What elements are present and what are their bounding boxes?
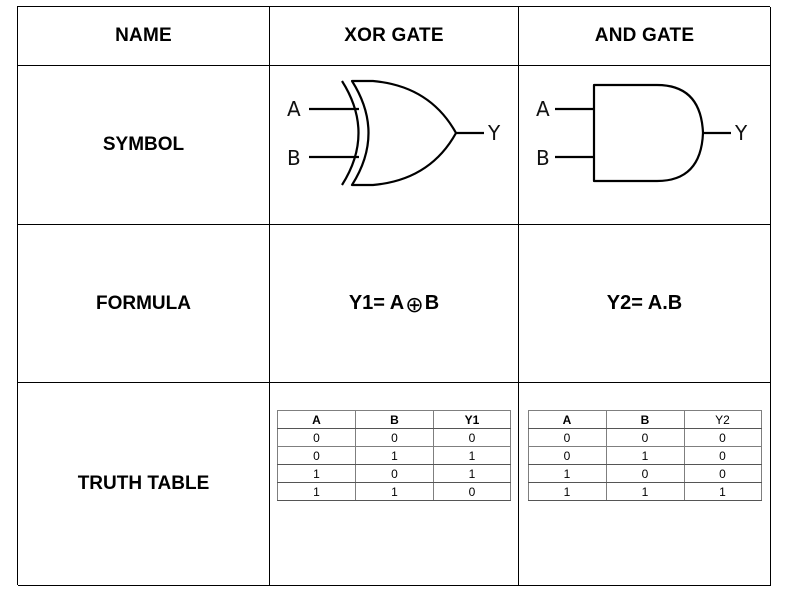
table-row: 0 0 0: [527, 428, 762, 447]
xor-label-y: Y: [487, 121, 501, 145]
xor-label-b: B: [287, 146, 301, 170]
table-row: 1 1 1: [527, 482, 762, 501]
xor-extra-curve: [341, 80, 360, 186]
xor-truth-table: A B Y1 0 0 0 0 1 1 1 0 1 1 1 0: [277, 410, 511, 501]
header-xor-gate: XOR GATE: [270, 7, 519, 66]
table-row: 1 1 0: [277, 482, 511, 501]
logic-gates-table: NAME XOR GATE AND GATE SYMBOL A B Y: [17, 6, 771, 586]
column-header: Y2: [683, 410, 762, 429]
row-label-truth-table-text: TRUTH TABLE: [77, 473, 210, 494]
table-cell: 1: [605, 446, 685, 465]
xor-formula-rhs: B: [424, 292, 440, 314]
column-header: B: [605, 410, 685, 429]
and-formula: Y2= A.B: [519, 225, 771, 383]
table-row: 0 1 1: [277, 446, 511, 465]
table-row: 0 1 0: [527, 446, 762, 465]
table-row: 1 0 1: [277, 464, 511, 483]
header-and-text: AND GATE: [594, 25, 695, 46]
table-cell: 1: [683, 482, 762, 501]
table-cell: 1: [277, 482, 356, 501]
column-header: A: [527, 410, 607, 429]
table-cell: 1: [433, 446, 511, 465]
table-cell: 1: [527, 482, 607, 501]
table-row: 0 0 0: [277, 428, 511, 447]
row-label-symbol-text: SYMBOL: [102, 134, 185, 155]
header-name-text: NAME: [115, 25, 172, 46]
and-truth-table: A B Y2 0 0 0 0 1 0 1 0 0 1 1 1: [527, 410, 762, 501]
xor-formula-lhs: Y1= A: [348, 292, 405, 314]
and-label-b: B: [536, 146, 550, 170]
header-and-gate: AND GATE: [519, 7, 771, 66]
row-label-truth-table: TRUTH TABLE: [18, 383, 270, 586]
row-label-formula-text: FORMULA: [96, 292, 191, 314]
table-cell: 0: [527, 428, 607, 447]
column-header: Y1: [433, 410, 511, 429]
table-cell: 1: [277, 464, 356, 483]
table-header-row: A B Y1: [277, 410, 511, 429]
table-cell: 1: [355, 482, 434, 501]
table-cell: 0: [355, 428, 434, 447]
table-cell: 0: [433, 482, 511, 501]
and-formula-text: Y2= A.B: [606, 292, 683, 314]
table-cell: 1: [605, 482, 685, 501]
table-cell: 0: [683, 446, 762, 465]
table-cell: 0: [277, 428, 356, 447]
table-cell: 1: [527, 464, 607, 483]
and-truth-table-cell: A B Y2 0 0 0 0 1 0 1 0 0 1 1 1: [519, 383, 771, 586]
header-xor-text: XOR GATE: [344, 25, 444, 46]
table-cell: 0: [605, 428, 685, 447]
table-cell: 1: [355, 446, 434, 465]
table-cell: 0: [433, 428, 511, 447]
and-label-y: Y: [734, 121, 748, 145]
and-gate-symbol: A B Y: [536, 83, 748, 183]
xor-body: [350, 79, 458, 187]
table-cell: 0: [527, 446, 607, 465]
and-symbol-cell: A B Y: [519, 66, 771, 225]
xor-truth-table-cell: A B Y1 0 0 0 0 1 1 1 0 1 1 1 0: [270, 383, 519, 586]
xor-label-a: A: [287, 97, 301, 121]
table-cell: 0: [277, 446, 356, 465]
xor-gate-symbol: A B Y: [287, 79, 501, 187]
and-body: [592, 83, 705, 183]
xor-symbol-cell: A B Y: [270, 66, 519, 225]
table-cell: 0: [683, 428, 762, 447]
table-cell: 0: [355, 464, 434, 483]
and-label-a: A: [536, 97, 550, 121]
row-label-formula: FORMULA: [18, 225, 270, 383]
table-cell: 0: [605, 464, 685, 483]
table-cell: 0: [683, 464, 762, 483]
row-label-symbol: SYMBOL: [18, 66, 270, 225]
table-header-row: A B Y2: [527, 410, 762, 429]
column-header: A: [277, 410, 356, 429]
table-row: 1 0 0: [527, 464, 762, 483]
xor-operator-symbol: ⊕: [405, 291, 424, 317]
column-header: B: [355, 410, 434, 429]
header-name: NAME: [18, 7, 270, 66]
xor-formula: Y1= A⊕B: [270, 225, 519, 383]
table-cell: 1: [433, 464, 511, 483]
